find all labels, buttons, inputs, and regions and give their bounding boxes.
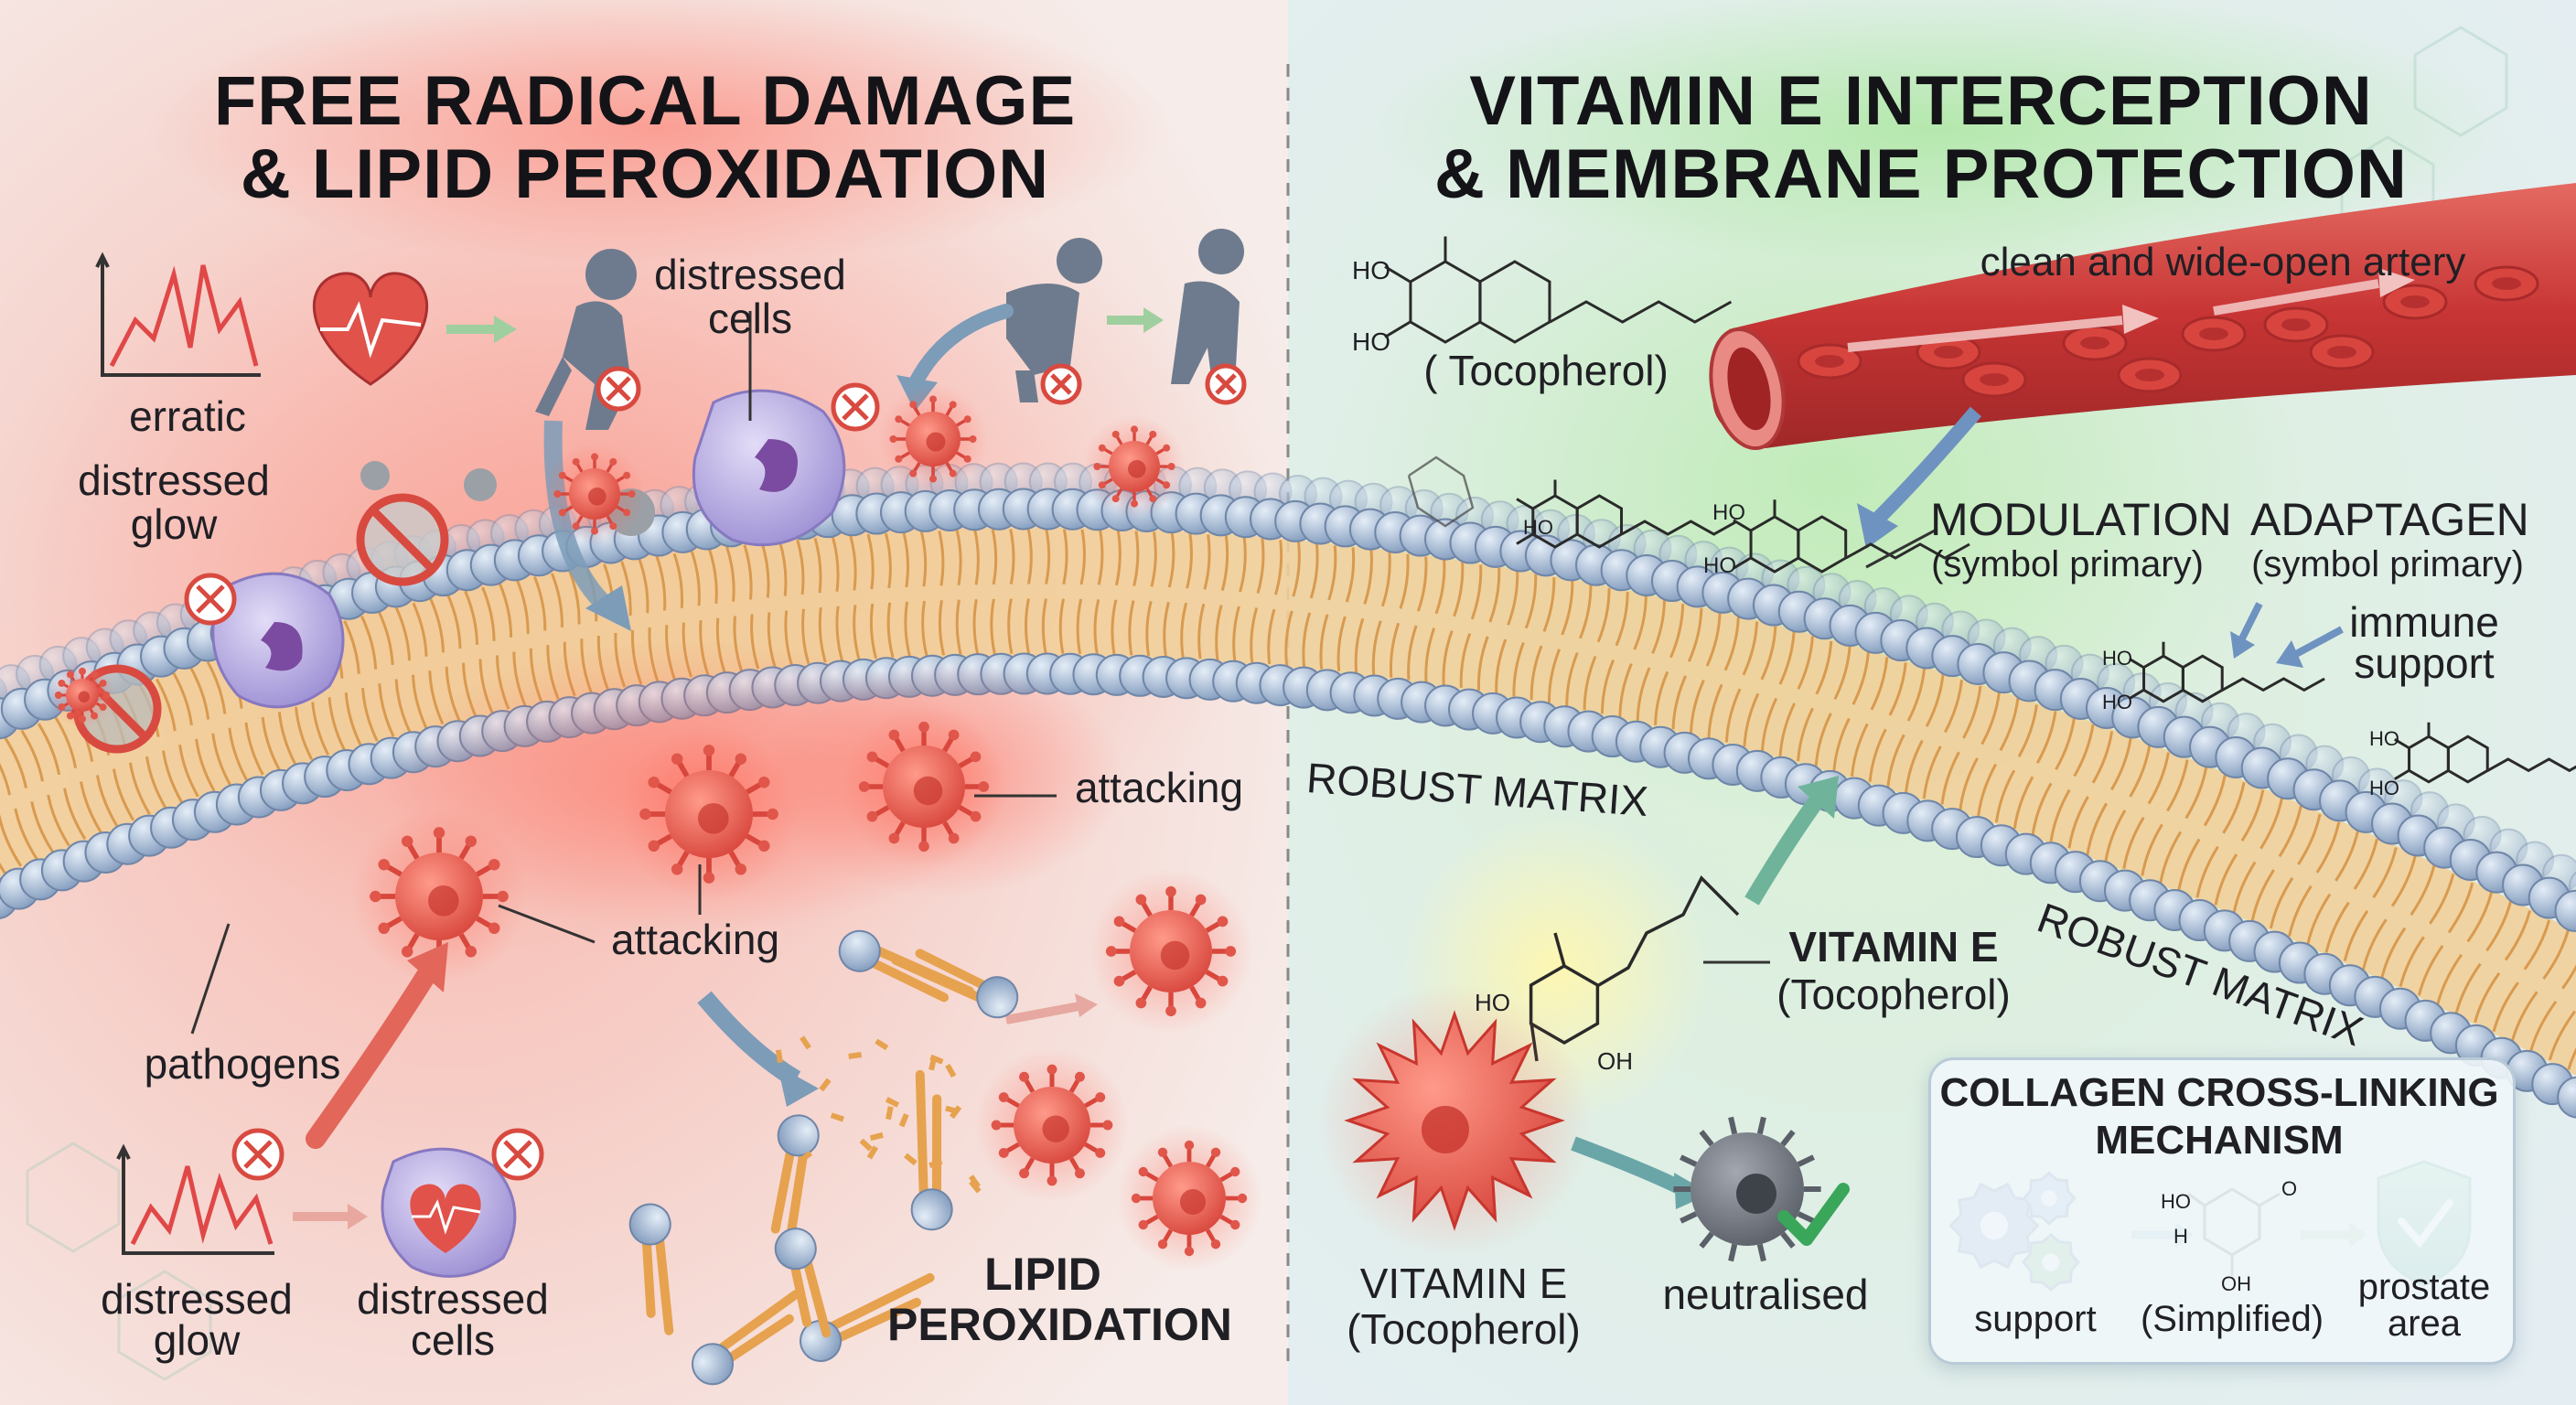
vitamin-e-spiky-cell [1317,983,1592,1258]
label-artery: clean and wide-open artery [1958,240,2488,284]
label-attacking-1: attacking [1063,765,1255,812]
chem-oh-1: OH [1597,1048,1633,1075]
chem-ho-8: HO [2369,728,2399,751]
label-distressed-cells-top-1: distressed [649,252,851,299]
label-distressed-glow-top-1: distressed [73,457,274,505]
label-distressed-cells-top-2: cells [649,295,851,343]
label-adaptagen-sub: (symbol primary) [2250,544,2525,585]
label-vitamin-e-bottom: VITAMIN E [1336,1260,1592,1308]
label-erratic: erratic [119,393,256,441]
label-vitamin-e-sub: (Tocopherol) [1775,971,2012,1019]
chem-oh-2: OH [2221,1273,2251,1296]
collagen-support: support [1944,1299,2127,1340]
label-vitamin-e-bottom-sub: (Tocopherol) [1336,1306,1592,1354]
chem-ho-4: HO [1703,554,1736,579]
label-adaptagen: ADAPTAGEN [2250,494,2525,545]
left-title-line-1: FREE RADICAL DAMAGE [169,62,1121,140]
collagen-title-2: MECHANISM [1928,1118,2510,1163]
label-modulation: MODULATION [1930,494,2205,545]
chem-ho-2: HO [1352,327,1390,356]
chem-h-1: H [2174,1226,2188,1249]
label-attacking-2: attacking [599,917,791,964]
chem-ho-9: HO [2369,778,2399,800]
label-distressed-glow-bottom-2: glow [96,1317,297,1365]
chem-ho-6: HO [2102,648,2132,670]
label-pathogens: pathogens [133,1041,352,1089]
label-lipid: LIPID [906,1249,1180,1300]
label-vitamin-e: VITAMIN E [1775,924,2012,971]
chem-ho-5: HO [1475,990,1510,1016]
collagen-simplified: (Simplified) [2122,1299,2342,1340]
label-distressed-glow-top-2: glow [73,501,274,549]
chem-ho-1: HO [1352,256,1390,284]
collagen-title-1: COLLAGEN CROSS-LINKING [1928,1070,2510,1115]
collagen-area: area [2351,1303,2497,1345]
collagen-prostate: prostate [2351,1267,2497,1308]
chem-ho-11: HO [2161,1191,2191,1214]
distressed-heart-cell [382,1149,515,1276]
label-distressed-cells-bottom-2: cells [352,1317,553,1365]
chem-ho-7: HO [2102,692,2132,714]
label-peroxidation: PEROXIDATION [887,1299,1198,1350]
chem-ho-10: HO [1523,517,1553,540]
label-modulation-sub: (symbol primary) [1930,544,2205,585]
chem-o-1: O [2281,1178,2297,1201]
left-title-line-2: & LIPID PEROXIDATION [169,135,1121,213]
right-title-line-1: VITAMIN E INTERCEPTION [1390,62,2452,140]
chem-ho-3: HO [1712,501,1745,526]
label-support: support [2333,640,2516,688]
label-tocopherol-caption: ( Tocopherol) [1409,348,1683,395]
label-neutralised: neutralised [1642,1271,1889,1319]
right-title-line-2: & MEMBRANE PROTECTION [1390,135,2452,213]
